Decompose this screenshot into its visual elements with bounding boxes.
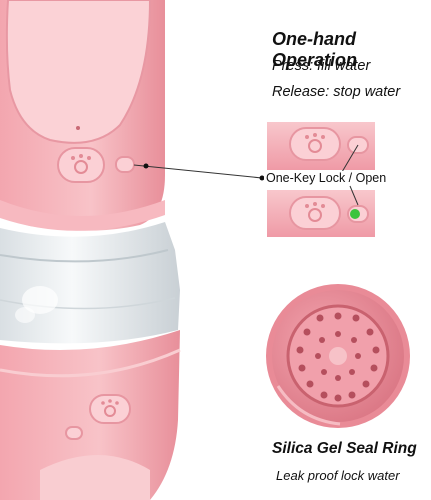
bottle-top-section [0,0,165,231]
seal-ring-cap [266,284,410,428]
paw-icon [57,147,105,183]
operation-press-text: Press: fill water [272,58,371,74]
inset-lock-open [267,185,375,237]
lock-button-icon [115,156,135,173]
lock-label: One-Key Lock / Open [264,171,389,185]
bottle-bottom-section [0,330,181,500]
bottle-clear-section [0,222,180,344]
operation-release-text: Release: stop water [272,84,401,100]
seal-subtitle: Leak proof lock water [276,468,400,483]
seal-title: Silica Gel Seal Ring [272,440,417,457]
pointer-line [133,164,263,179]
inset-lock-closed [267,122,375,173]
operation-title: One-hand Operation [272,29,358,70]
open-indicator-icon [350,209,360,219]
